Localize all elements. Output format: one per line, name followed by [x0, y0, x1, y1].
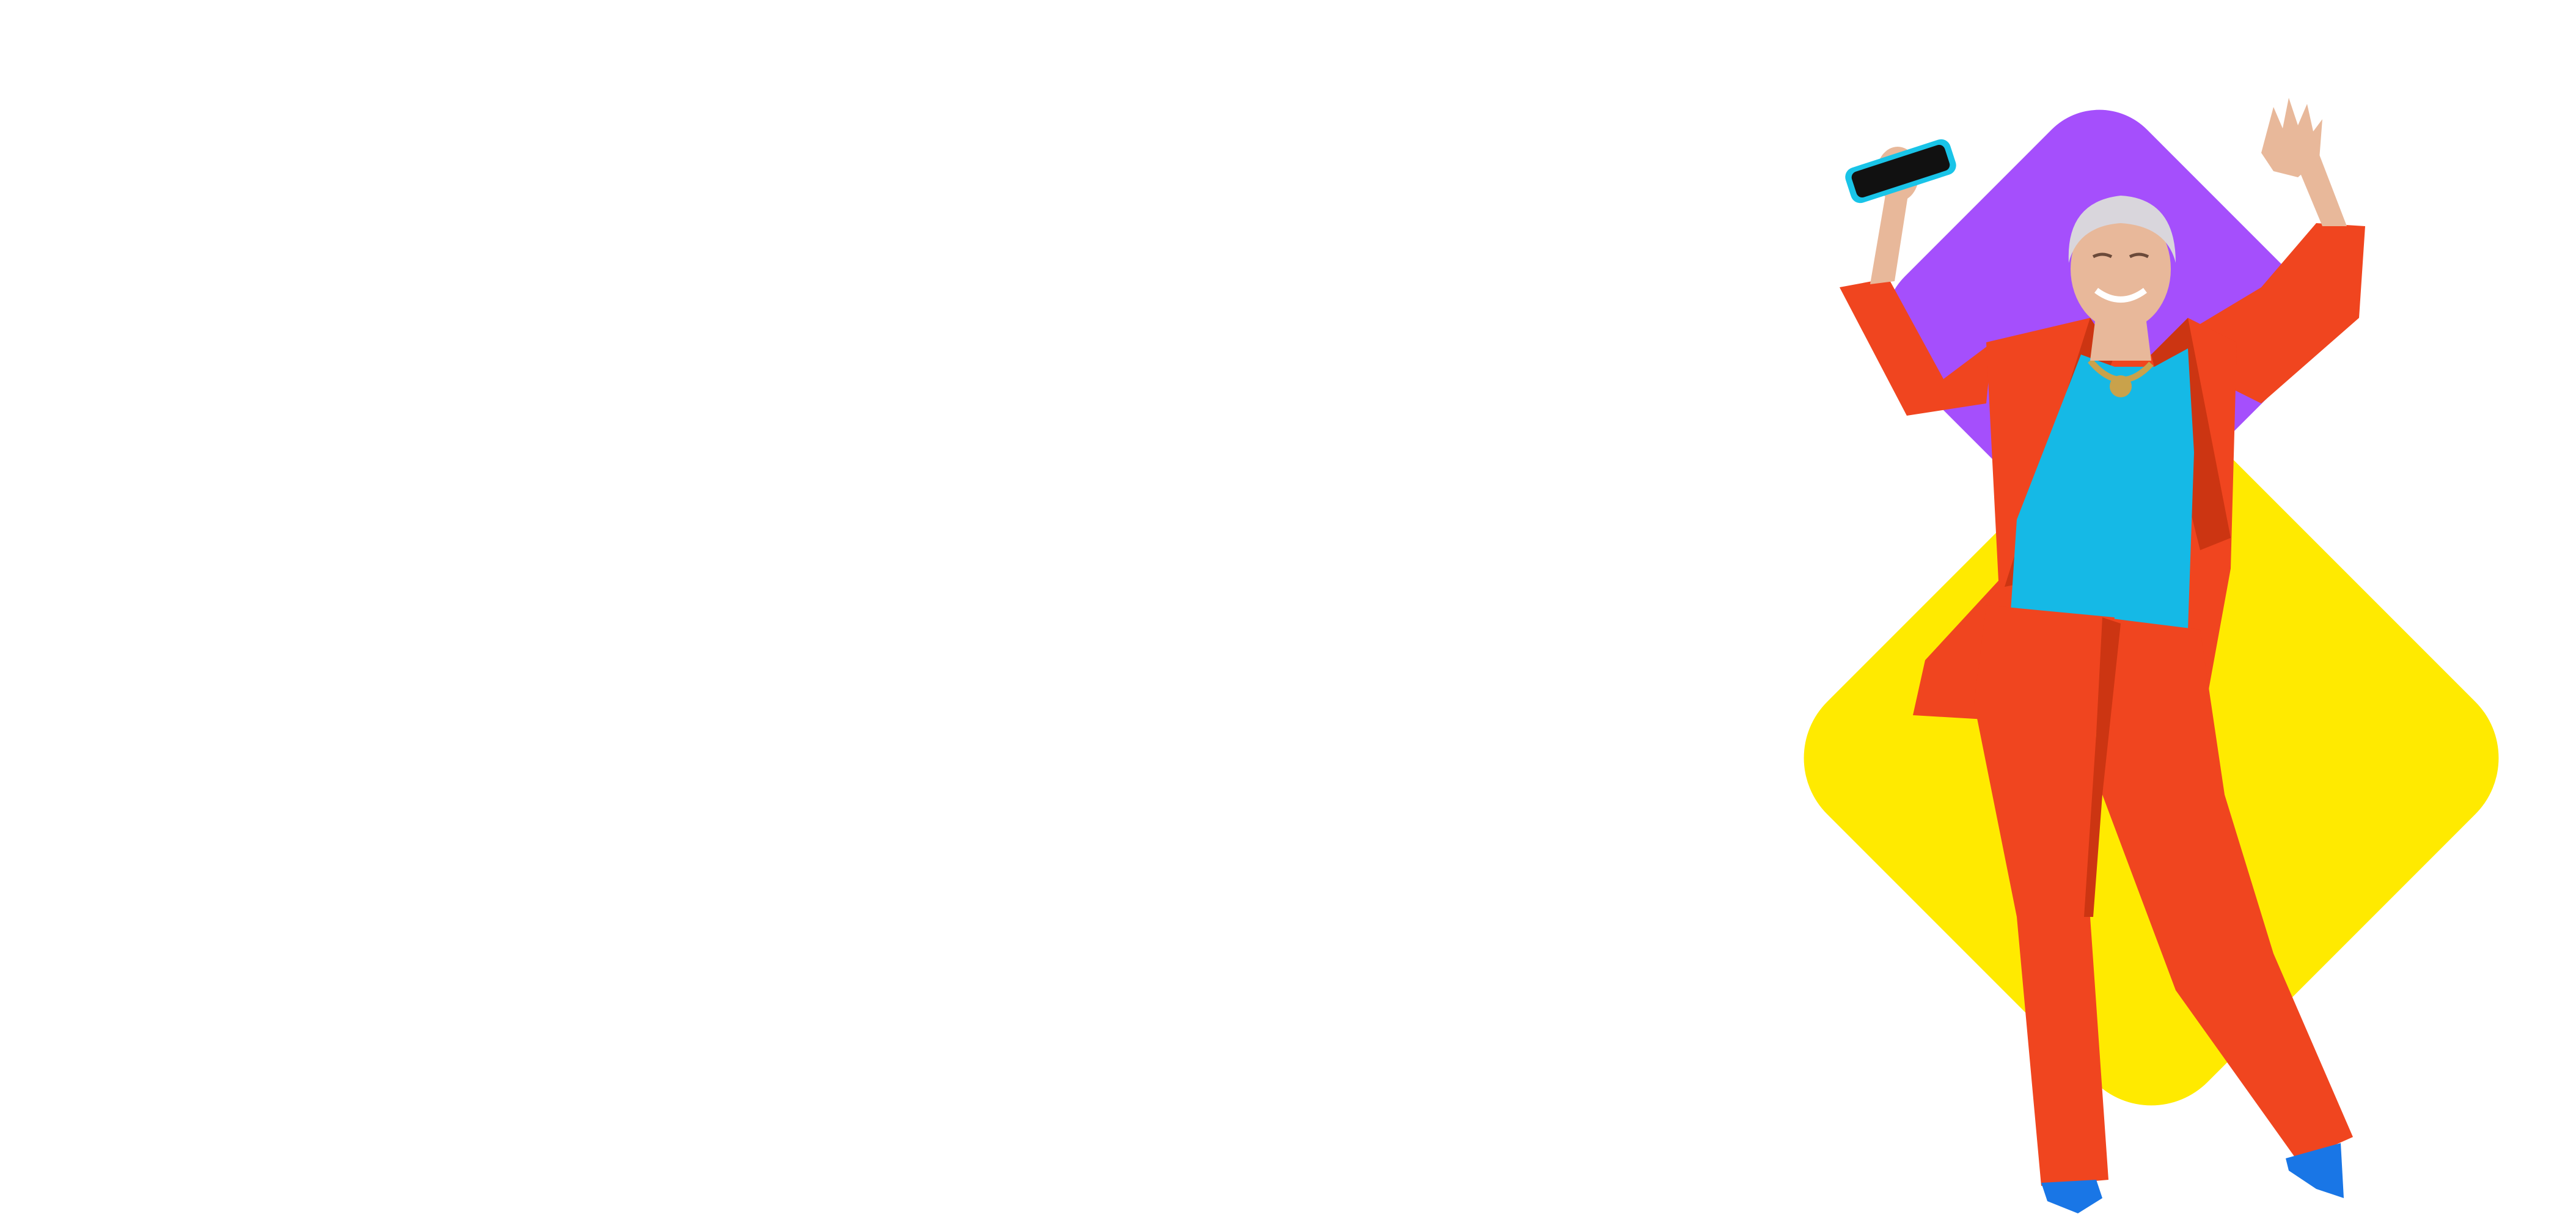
trousers-right-leg: [2102, 617, 2353, 1161]
phone-icon: [1845, 139, 1956, 204]
hair: [2068, 196, 2176, 263]
trousers-crease-shadow: [2084, 617, 2121, 917]
smile: [2094, 287, 2147, 303]
left-forearm-skin: [1870, 177, 1910, 284]
face: [2071, 208, 2171, 330]
right-arm-sleeve: [2200, 223, 2365, 403]
right-shoe: [2286, 1143, 2344, 1198]
cyan-top: [2011, 348, 2194, 642]
right-hand: [2261, 98, 2322, 177]
trousers-left-leg: [1974, 605, 2115, 1186]
dancing-woman: [1840, 98, 2365, 1213]
left-shoe: [2041, 1180, 2102, 1213]
left-arm-sleeve: [1840, 278, 1992, 416]
